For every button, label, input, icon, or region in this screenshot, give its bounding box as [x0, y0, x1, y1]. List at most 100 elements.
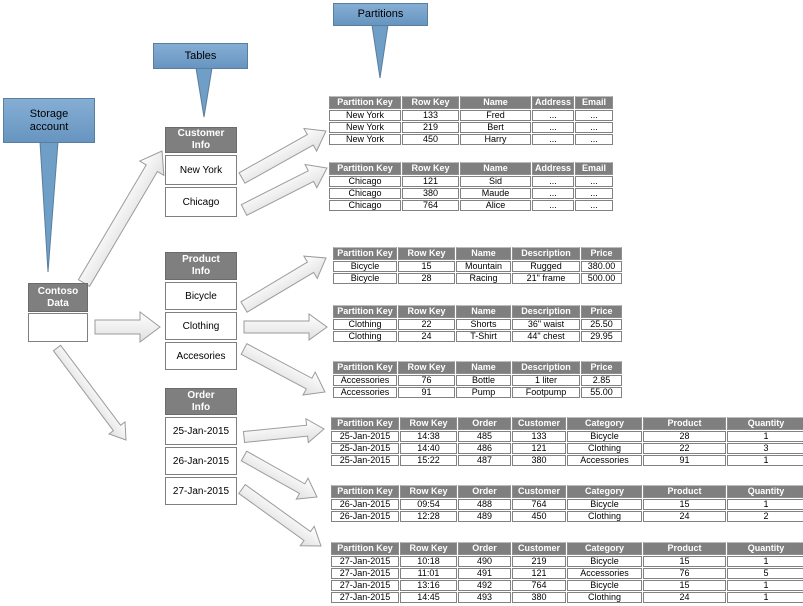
column-header: Partition Key: [331, 542, 399, 555]
column-header: Email: [575, 96, 613, 109]
table-cell: Accessories: [567, 568, 642, 579]
arrow-contoso-to-order-info: [52, 344, 127, 441]
partition-item-25-jan: 25-Jan-2015: [165, 417, 237, 445]
partition-item-accesories: Accesories: [165, 342, 237, 370]
table-cell: ...: [575, 122, 613, 133]
table-cell: 09:54: [400, 499, 457, 510]
column-header: Category: [567, 417, 642, 430]
column-header: Row Key: [398, 247, 455, 260]
table-cell: 1: [727, 499, 803, 510]
table-cell: 2: [727, 511, 803, 522]
table-cell: 490: [458, 556, 511, 567]
table-cell: Chicago: [329, 188, 401, 199]
column-header: Price: [581, 247, 622, 260]
arrow-27jan-to-table: [238, 483, 322, 547]
column-header: Row Key: [402, 162, 459, 175]
table-cell: ...: [532, 110, 574, 121]
arrow-bicycle-to-table: [240, 255, 327, 313]
column-header: Row Key: [400, 417, 457, 430]
tables-callout-pointer-icon: [195, 68, 213, 118]
table-cell: Alice: [460, 200, 531, 211]
table-cell: Fred: [460, 110, 531, 121]
table-cell: 489: [458, 511, 511, 522]
table-cell: 76: [643, 568, 726, 579]
partition-item-clothing: Clothing: [165, 312, 237, 340]
table-cell: 76: [398, 375, 455, 386]
column-header: Name: [456, 305, 511, 318]
table-cell: ...: [575, 200, 613, 211]
table-cell: 26-Jan-2015: [331, 511, 399, 522]
table-cell: ...: [532, 134, 574, 145]
table-cell: 500.00: [581, 273, 622, 284]
table-cell: Clothing: [567, 511, 642, 522]
table-cell: ...: [575, 188, 613, 199]
column-header: Description: [512, 247, 580, 260]
table-cell: 1: [727, 431, 803, 442]
partition-item-new-york: New York: [165, 155, 237, 185]
table-cell: 450: [402, 134, 459, 145]
table-cell: 22: [398, 319, 455, 330]
storage-account-callout: Storage account: [3, 98, 95, 143]
table-cell: Clothing: [567, 443, 642, 454]
column-header: Row Key: [400, 542, 457, 555]
table-cell: Mountain: [456, 261, 511, 272]
storage-account-callout-pointer-icon: [39, 142, 59, 273]
table-cell: ...: [575, 134, 613, 145]
table-cell: Harry: [460, 134, 531, 145]
table-cell: Bottle: [456, 375, 511, 386]
column-header: Customer: [512, 542, 566, 555]
table-cell: Clothing: [333, 331, 397, 342]
table-cell: ...: [532, 188, 574, 199]
table-cell: 485: [458, 431, 511, 442]
table-cell: Rugged: [512, 261, 580, 272]
contoso-data-empty-cell: [28, 313, 88, 342]
table-cell: 15: [643, 556, 726, 567]
product-info-title: Product Info: [165, 252, 237, 280]
table-cell: 28: [398, 273, 455, 284]
table-cell: 487: [458, 455, 511, 466]
table-cell: 133: [512, 431, 566, 442]
column-header: Partition Key: [333, 361, 397, 374]
table-cell: 22: [643, 443, 726, 454]
table-cell: Bicycle: [333, 261, 397, 272]
column-header: Email: [575, 162, 613, 175]
column-header: Product: [643, 485, 726, 498]
arrow-contoso-to-customer-info: [77, 150, 165, 287]
arrow-accesories-to-table: [240, 343, 326, 396]
column-header: Partition Key: [329, 96, 401, 109]
column-header: Quantity: [727, 417, 803, 430]
column-header: Name: [460, 162, 531, 175]
table-cell: 133: [402, 110, 459, 121]
table-cell: 11:01: [400, 568, 457, 579]
column-header: Product: [643, 542, 726, 555]
table-cell: 21" frame: [512, 273, 580, 284]
table-cell: 1: [727, 556, 803, 567]
customer-info-entity: Customer Info New York Chicago: [165, 127, 237, 217]
arrow-25jan-to-table: [242, 417, 325, 444]
table-cell: 5: [727, 568, 803, 579]
column-header: Category: [567, 485, 642, 498]
column-header: Order: [458, 485, 511, 498]
table-cell: 14:45: [400, 592, 457, 603]
table-cell: ...: [532, 200, 574, 211]
column-header: Order: [458, 417, 511, 430]
